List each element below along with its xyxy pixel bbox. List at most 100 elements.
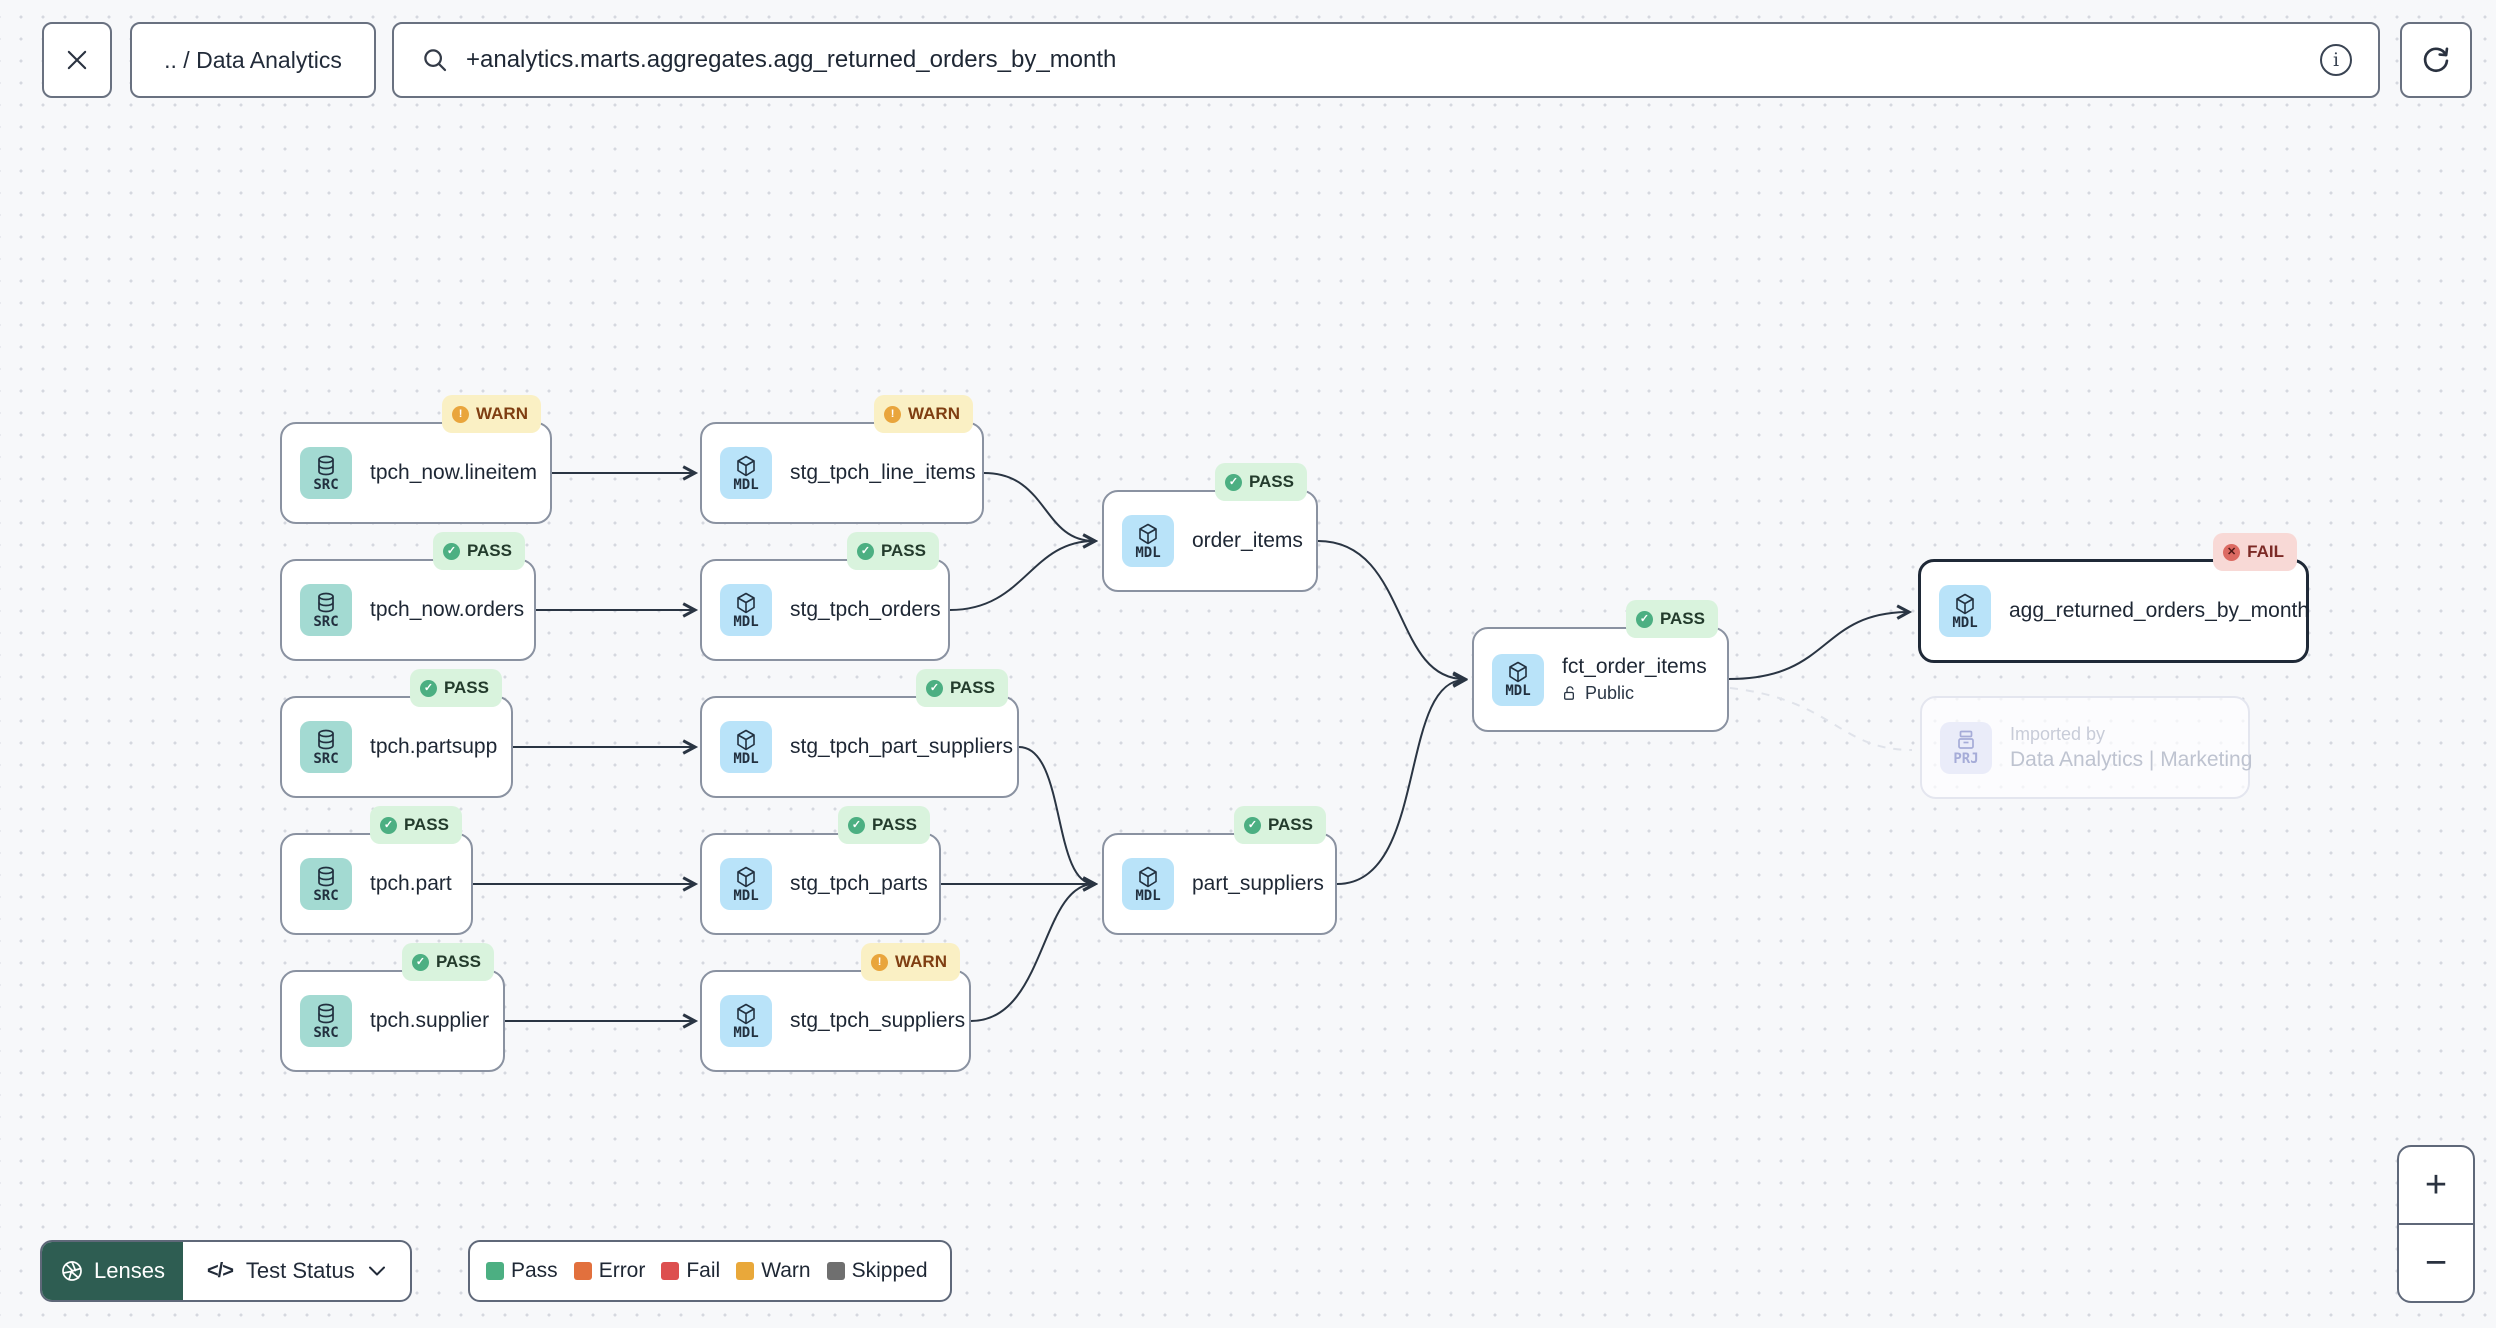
source-icon: SRC	[300, 858, 352, 910]
zoom-in-button[interactable]: +	[2399, 1147, 2473, 1225]
node-fct-order-items[interactable]: ✓PASS MDL fct_order_items Public	[1472, 600, 1729, 732]
node-tpch-supplier[interactable]: ✓PASS SRC tpch.supplier	[280, 943, 505, 1072]
node-label: tpch_now.lineitem	[370, 461, 537, 484]
close-button[interactable]	[42, 22, 112, 98]
zoom-out-button[interactable]: −	[2424, 1241, 2448, 1284]
node-label: tpch.partsupp	[370, 735, 498, 758]
cube-icon	[1139, 866, 1157, 887]
pass-dot-icon: ✓	[925, 679, 943, 697]
legend-item-skipped: Skipped	[826, 1259, 928, 1283]
database-icon	[318, 1003, 334, 1023]
pass-dot-icon: ✓	[442, 542, 460, 560]
node-stg-tpch-line-items[interactable]: !WARN MDL stg_tpch_line_items	[700, 395, 984, 524]
node-stg-tpch-part-suppliers[interactable]: ✓PASS MDL stg_tpch_part_suppliers	[700, 669, 1019, 798]
node-tpch-now-lineitem[interactable]: !WARN SRC tpch_now.lineitem	[280, 395, 552, 524]
pass-dot-icon: ✓	[419, 679, 437, 697]
lens-selected-value: Test Status	[245, 1258, 355, 1283]
fail-dot-icon: ✕	[2223, 543, 2241, 561]
search-bar[interactable]: i	[392, 22, 2380, 98]
close-icon	[67, 50, 87, 70]
node-tpch-part[interactable]: ✓PASS SRC tpch.part	[280, 806, 473, 935]
node-stg-tpch-orders[interactable]: ✓PASS MDL stg_tpch_orders	[700, 532, 950, 661]
error-swatch	[573, 1262, 592, 1280]
node-label: fct_order_items	[1562, 655, 1707, 678]
cube-icon	[737, 592, 755, 613]
cube-icon	[1956, 593, 1974, 614]
fail-swatch	[661, 1262, 680, 1280]
lock-open-icon	[1564, 686, 1574, 700]
node-tpch-now-orders[interactable]: ✓PASS SRC tpch_now.orders	[280, 532, 536, 661]
status-badge: !WARN	[861, 943, 960, 981]
legend-item-fail: Fail	[661, 1259, 720, 1283]
cube-icon	[737, 455, 755, 476]
node-agg-returned-orders-by-month[interactable]: ✕FAIL MDL agg_returned_orders_by_month	[1918, 533, 2309, 663]
legend-item-warn: Warn	[736, 1259, 811, 1283]
skipped-swatch	[826, 1262, 845, 1280]
cube-icon	[737, 866, 755, 887]
search-icon	[424, 49, 447, 72]
archive-icon	[1958, 730, 1974, 749]
breadcrumb[interactable]: .. / Data Analytics	[130, 22, 376, 98]
search-input[interactable]	[466, 46, 2304, 74]
cube-icon	[1509, 661, 1527, 683]
model-icon: MDL	[720, 584, 772, 636]
node-label: part_suppliers	[1192, 872, 1324, 895]
pass-dot-icon: ✓	[856, 542, 874, 560]
model-icon: MDL	[1939, 585, 1991, 637]
legend-item-pass: Pass	[486, 1259, 558, 1283]
node-stg-tpch-parts[interactable]: ✓PASS MDL stg_tpch_parts	[700, 806, 941, 935]
status-badge: ✓PASS	[432, 532, 525, 570]
status-badge: ✓PASS	[915, 669, 1008, 707]
cube-icon	[737, 729, 755, 750]
lenses-label: Lenses	[94, 1258, 165, 1283]
aperture-icon	[62, 1261, 82, 1281]
refresh-button[interactable]	[2400, 22, 2472, 98]
pass-dot-icon: ✓	[1224, 473, 1242, 491]
status-badge: ✓PASS	[837, 806, 930, 844]
pass-dot-icon: ✓	[379, 816, 397, 834]
info-icon[interactable]: i	[2320, 44, 2352, 76]
zoom-controls: + −	[2397, 1145, 2475, 1303]
node-label: order_items	[1192, 529, 1303, 552]
pass-dot-icon: ✓	[1243, 816, 1261, 834]
test-status-legend: Pass Error Fail Warn Skipped	[468, 1240, 952, 1302]
node-stg-tpch-suppliers[interactable]: !WARN MDL stg_tpch_suppliers	[700, 943, 971, 1072]
warn-dot-icon: !	[452, 405, 470, 423]
node-order-items[interactable]: ✓PASS MDL order_items	[1102, 463, 1318, 592]
node-label: stg_tpch_suppliers	[790, 1009, 966, 1032]
pass-dot-icon: ✓	[1635, 610, 1653, 628]
code-icon: </>	[206, 1259, 234, 1282]
model-icon: MDL	[720, 995, 772, 1047]
status-badge: !WARN	[442, 395, 541, 433]
status-badge: !WARN	[874, 395, 973, 433]
cube-icon	[737, 1003, 755, 1024]
status-badge: ✓PASS	[369, 806, 462, 844]
source-icon: SRC	[300, 995, 352, 1047]
node-tpch-partsupp[interactable]: ✓PASS SRC tpch.partsupp	[280, 669, 513, 798]
pass-swatch	[486, 1262, 504, 1280]
status-badge: ✓PASS	[846, 532, 939, 570]
node-label: stg_tpch_orders	[790, 598, 941, 621]
imported-by-label: Imported by	[2010, 723, 2106, 744]
node-label: tpch.part	[370, 872, 452, 895]
status-badge: ✕FAIL	[2213, 533, 2297, 571]
node-label: stg_tpch_part_suppliers	[790, 735, 1013, 758]
lens-selector[interactable]: </> Test Status	[183, 1242, 410, 1300]
warn-swatch	[736, 1262, 755, 1280]
node-label: tpch_now.orders	[370, 598, 525, 621]
status-badge: ✓PASS	[1214, 463, 1307, 501]
lenses-button[interactable]: Lenses	[42, 1242, 183, 1300]
access-row: Public	[1562, 683, 1707, 704]
model-icon: MDL	[1122, 515, 1174, 567]
node-part-suppliers[interactable]: ✓PASS MDL part_suppliers	[1102, 806, 1337, 935]
warn-dot-icon: !	[884, 405, 902, 423]
status-badge: ✓PASS	[401, 943, 494, 981]
pass-dot-icon: ✓	[847, 816, 865, 834]
breadcrumb-label: .. / Data Analytics	[164, 46, 342, 73]
database-icon	[318, 455, 334, 475]
lens-control-group: Lenses </> Test Status	[40, 1240, 412, 1302]
database-icon	[318, 729, 334, 749]
chevron-down-icon	[368, 1266, 385, 1276]
